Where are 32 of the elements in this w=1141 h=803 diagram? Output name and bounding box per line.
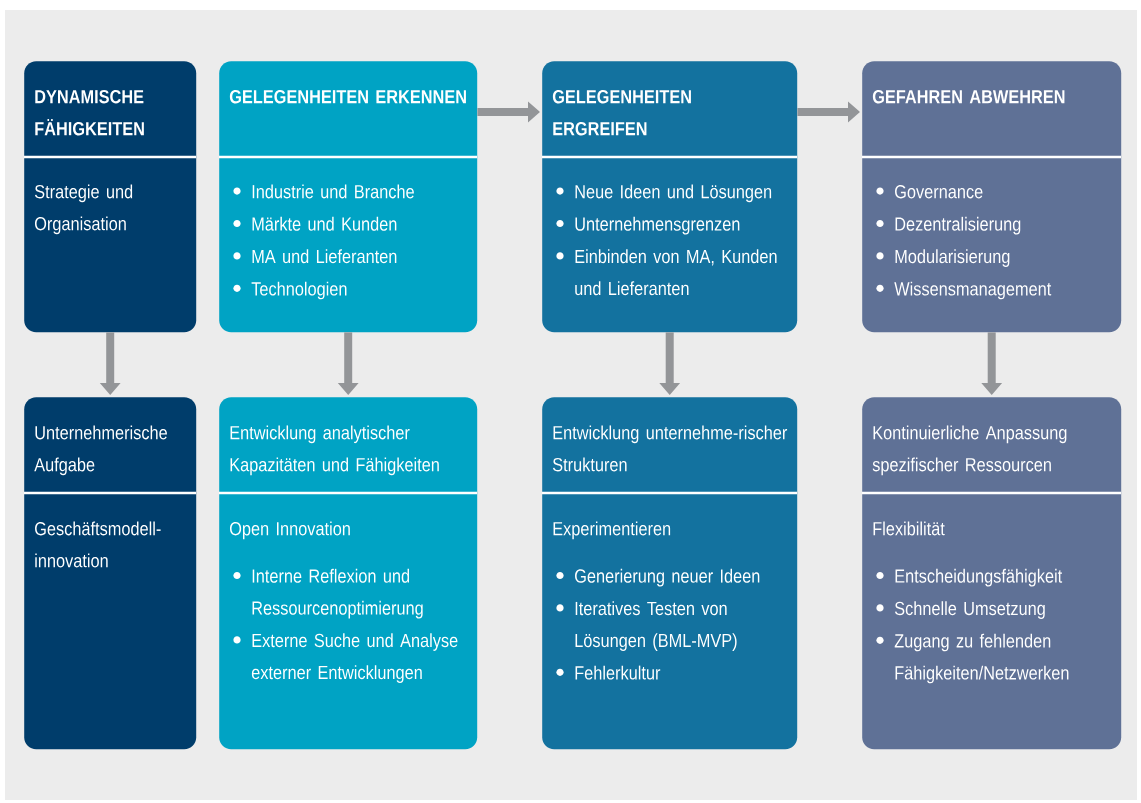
list-item: Technologien [251, 281, 347, 300]
list-item: Fehlerkultur [575, 665, 661, 680]
card-text: Experimentieren [553, 521, 671, 540]
list-item: MA und Lieferanten [252, 249, 397, 264]
list-item: Modularisierung [895, 249, 1010, 267]
card-heading: Entwicklung analytischer Kapazitäten und Fähigkeiten [230, 425, 439, 476]
card-heading: Kontinuierliche Anpassung spezifischer Ressourcen [872, 425, 1067, 476]
card-heading: GELEGENHEITEN ERGREIFEN [552, 89, 691, 136]
card-heading: GEFAHREN ABWEHREN [872, 89, 1065, 104]
card-text: Strategie und Organisation [34, 184, 133, 235]
list-item: Märkte und Kunden [252, 216, 397, 231]
card-text: Geschäftsmodell-innovation [35, 521, 161, 568]
list-item: Wissensmanagement [894, 281, 1052, 300]
list-item: Unternehmensgrenzen [575, 216, 740, 235]
card-heading: Unternehmerische Aufgabe [34, 425, 167, 476]
list-item: Externe Suche und Analyse externer Entwicklungen [251, 633, 458, 683]
list-item: Governance [895, 184, 983, 199]
card-text: Open Innovation [230, 521, 350, 540]
list-item: Einbinden von MA, Kunden und Lieferanten [575, 249, 777, 296]
card-heading: DYNAMISCHE FÄHIGKEITEN [35, 89, 144, 136]
card-heading: Entwicklung unternehme-rischer Strukturen [552, 425, 788, 472]
list-item: Generierung neuer Ideen [575, 568, 760, 587]
list-item: Entscheidungsfähigkeit [895, 568, 1063, 587]
list-item: Neue Ideen und Lösungen [575, 184, 772, 203]
list-item: Schnelle Umsetzung [894, 601, 1045, 619]
list-item: Dezentralisierung [895, 216, 1021, 235]
list-item: Iteratives Testen von Lösungen (BML-MVP) [575, 601, 737, 651]
list-item: Zugang zu fehlenden Fähigkeiten/Netzwerken [894, 633, 1069, 684]
list-item: Interne Reflexion und Ressourcenoptimierung [252, 568, 423, 619]
card-heading: GELEGENHEITEN ERKENNEN [229, 89, 466, 104]
list-item: Industrie und Branche [252, 184, 414, 199]
card-text: Flexibilität [873, 521, 945, 536]
